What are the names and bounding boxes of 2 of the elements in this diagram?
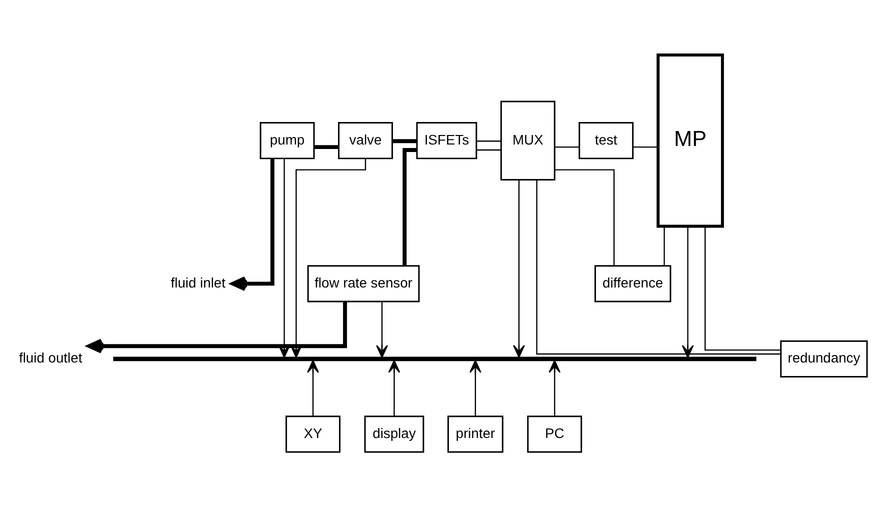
node-text: fluid outlet	[18, 350, 82, 366]
node-text: fluid inlet	[170, 274, 226, 290]
